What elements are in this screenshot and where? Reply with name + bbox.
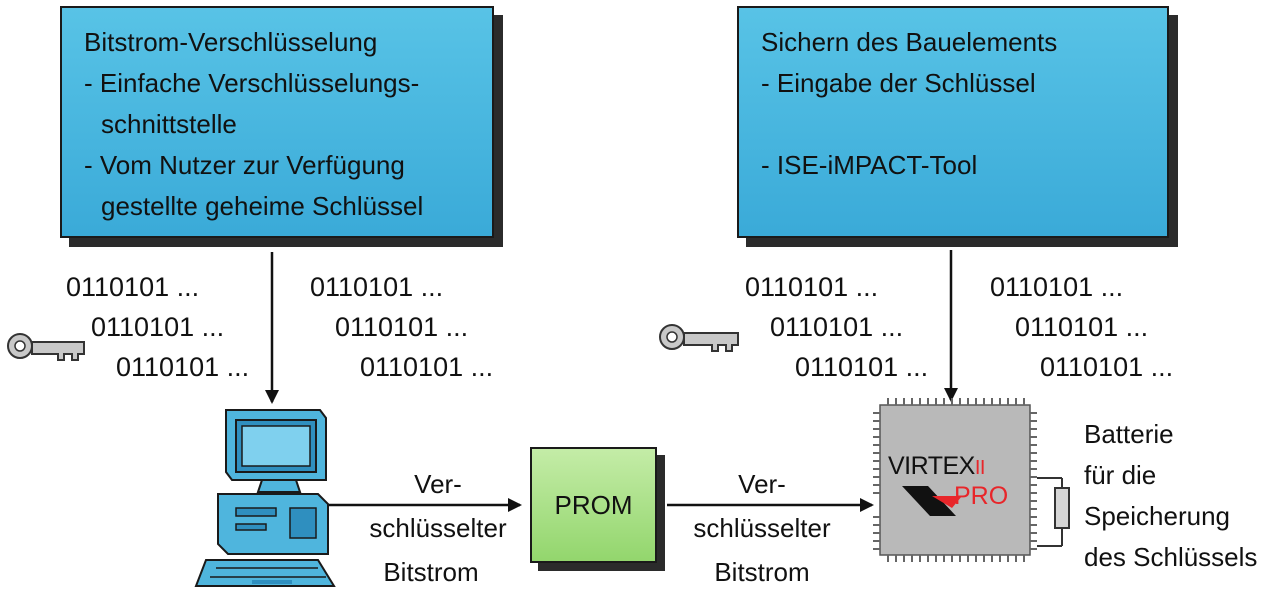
arrow-label-line: Ver- [738, 469, 786, 499]
arrow-label-encrypted-bitstream: Ver- schlüsselter Bitstrom [682, 462, 842, 594]
encryption-box-title: Bitstrom-Verschlüsselung [84, 27, 378, 57]
battery-label-line: des Schlüssels [1084, 542, 1258, 572]
arrow-label-line: Bitstrom [383, 557, 479, 587]
computer-icon [194, 409, 336, 587]
battery-icon [1037, 477, 1070, 547]
battery-label-line: Speicherung [1084, 501, 1230, 531]
bitstring: 0110101 ... [745, 272, 879, 302]
encryption-box-line: - Einfache Verschlüsselungs- [84, 68, 420, 98]
bitstring: 0110101 ... [335, 312, 469, 342]
bitstring: 0110101 ... [360, 352, 494, 382]
arrow-label-line: Bitstrom [714, 557, 810, 587]
battery-label-line: für die [1084, 460, 1157, 490]
arrow-label-line: schlüsselter [369, 513, 507, 543]
chip-brand-name: VIRTEX [888, 452, 975, 480]
chip-brand-suffix: II [974, 457, 986, 479]
prom-box: PROM [530, 447, 657, 563]
device-security-info-box: Sichern des Bauelements - Eingabe der Sc… [737, 6, 1169, 238]
bitstring: 0110101 ... [1015, 312, 1149, 342]
prom-label: PROM [554, 489, 633, 520]
bitstring: 0110101 ... [990, 272, 1124, 302]
encryption-box-line: gestellte geheime Schlüssel [101, 191, 424, 221]
bitstring: 0110101 ... [310, 272, 444, 302]
bitstring: 0110101 ... [116, 352, 250, 382]
arrow-label-line: schlüsselter [693, 513, 831, 543]
arrow-label-encrypted-bitstream: Ver- schlüsselter Bitstrom [358, 462, 518, 594]
encryption-info-box: Bitstrom-Verschlüsselung - Einfache Vers… [60, 6, 494, 238]
security-box-line: - ISE-iMPACT-Tool [761, 150, 978, 180]
bitstring: 0110101 ... [91, 312, 225, 342]
security-box-line: - Eingabe der Schlüssel [761, 68, 1036, 98]
key-icon [659, 324, 739, 352]
bitstring: 0110101 ... [66, 272, 200, 302]
key-icon [7, 333, 85, 361]
bitstring: 0110101 ... [770, 312, 904, 342]
encryption-box-line: schnittstelle [101, 109, 237, 139]
security-box-title: Sichern des Bauelements [761, 27, 1058, 57]
encryption-box-line: - Vom Nutzer zur Verfügung [84, 150, 405, 180]
chip-brand-pro: PRO [954, 482, 1009, 510]
bitstring: 0110101 ... [1040, 352, 1174, 382]
battery-label-line: Batterie [1084, 419, 1174, 449]
arrow-label-line: Ver- [414, 469, 462, 499]
bitstring: 0110101 ... [795, 352, 929, 382]
chip-brand: VIRTEXII [888, 452, 985, 482]
battery-label: Batterie für die Speicherung des Schlüss… [1084, 414, 1257, 578]
fpga-chip-icon [873, 398, 1037, 562]
